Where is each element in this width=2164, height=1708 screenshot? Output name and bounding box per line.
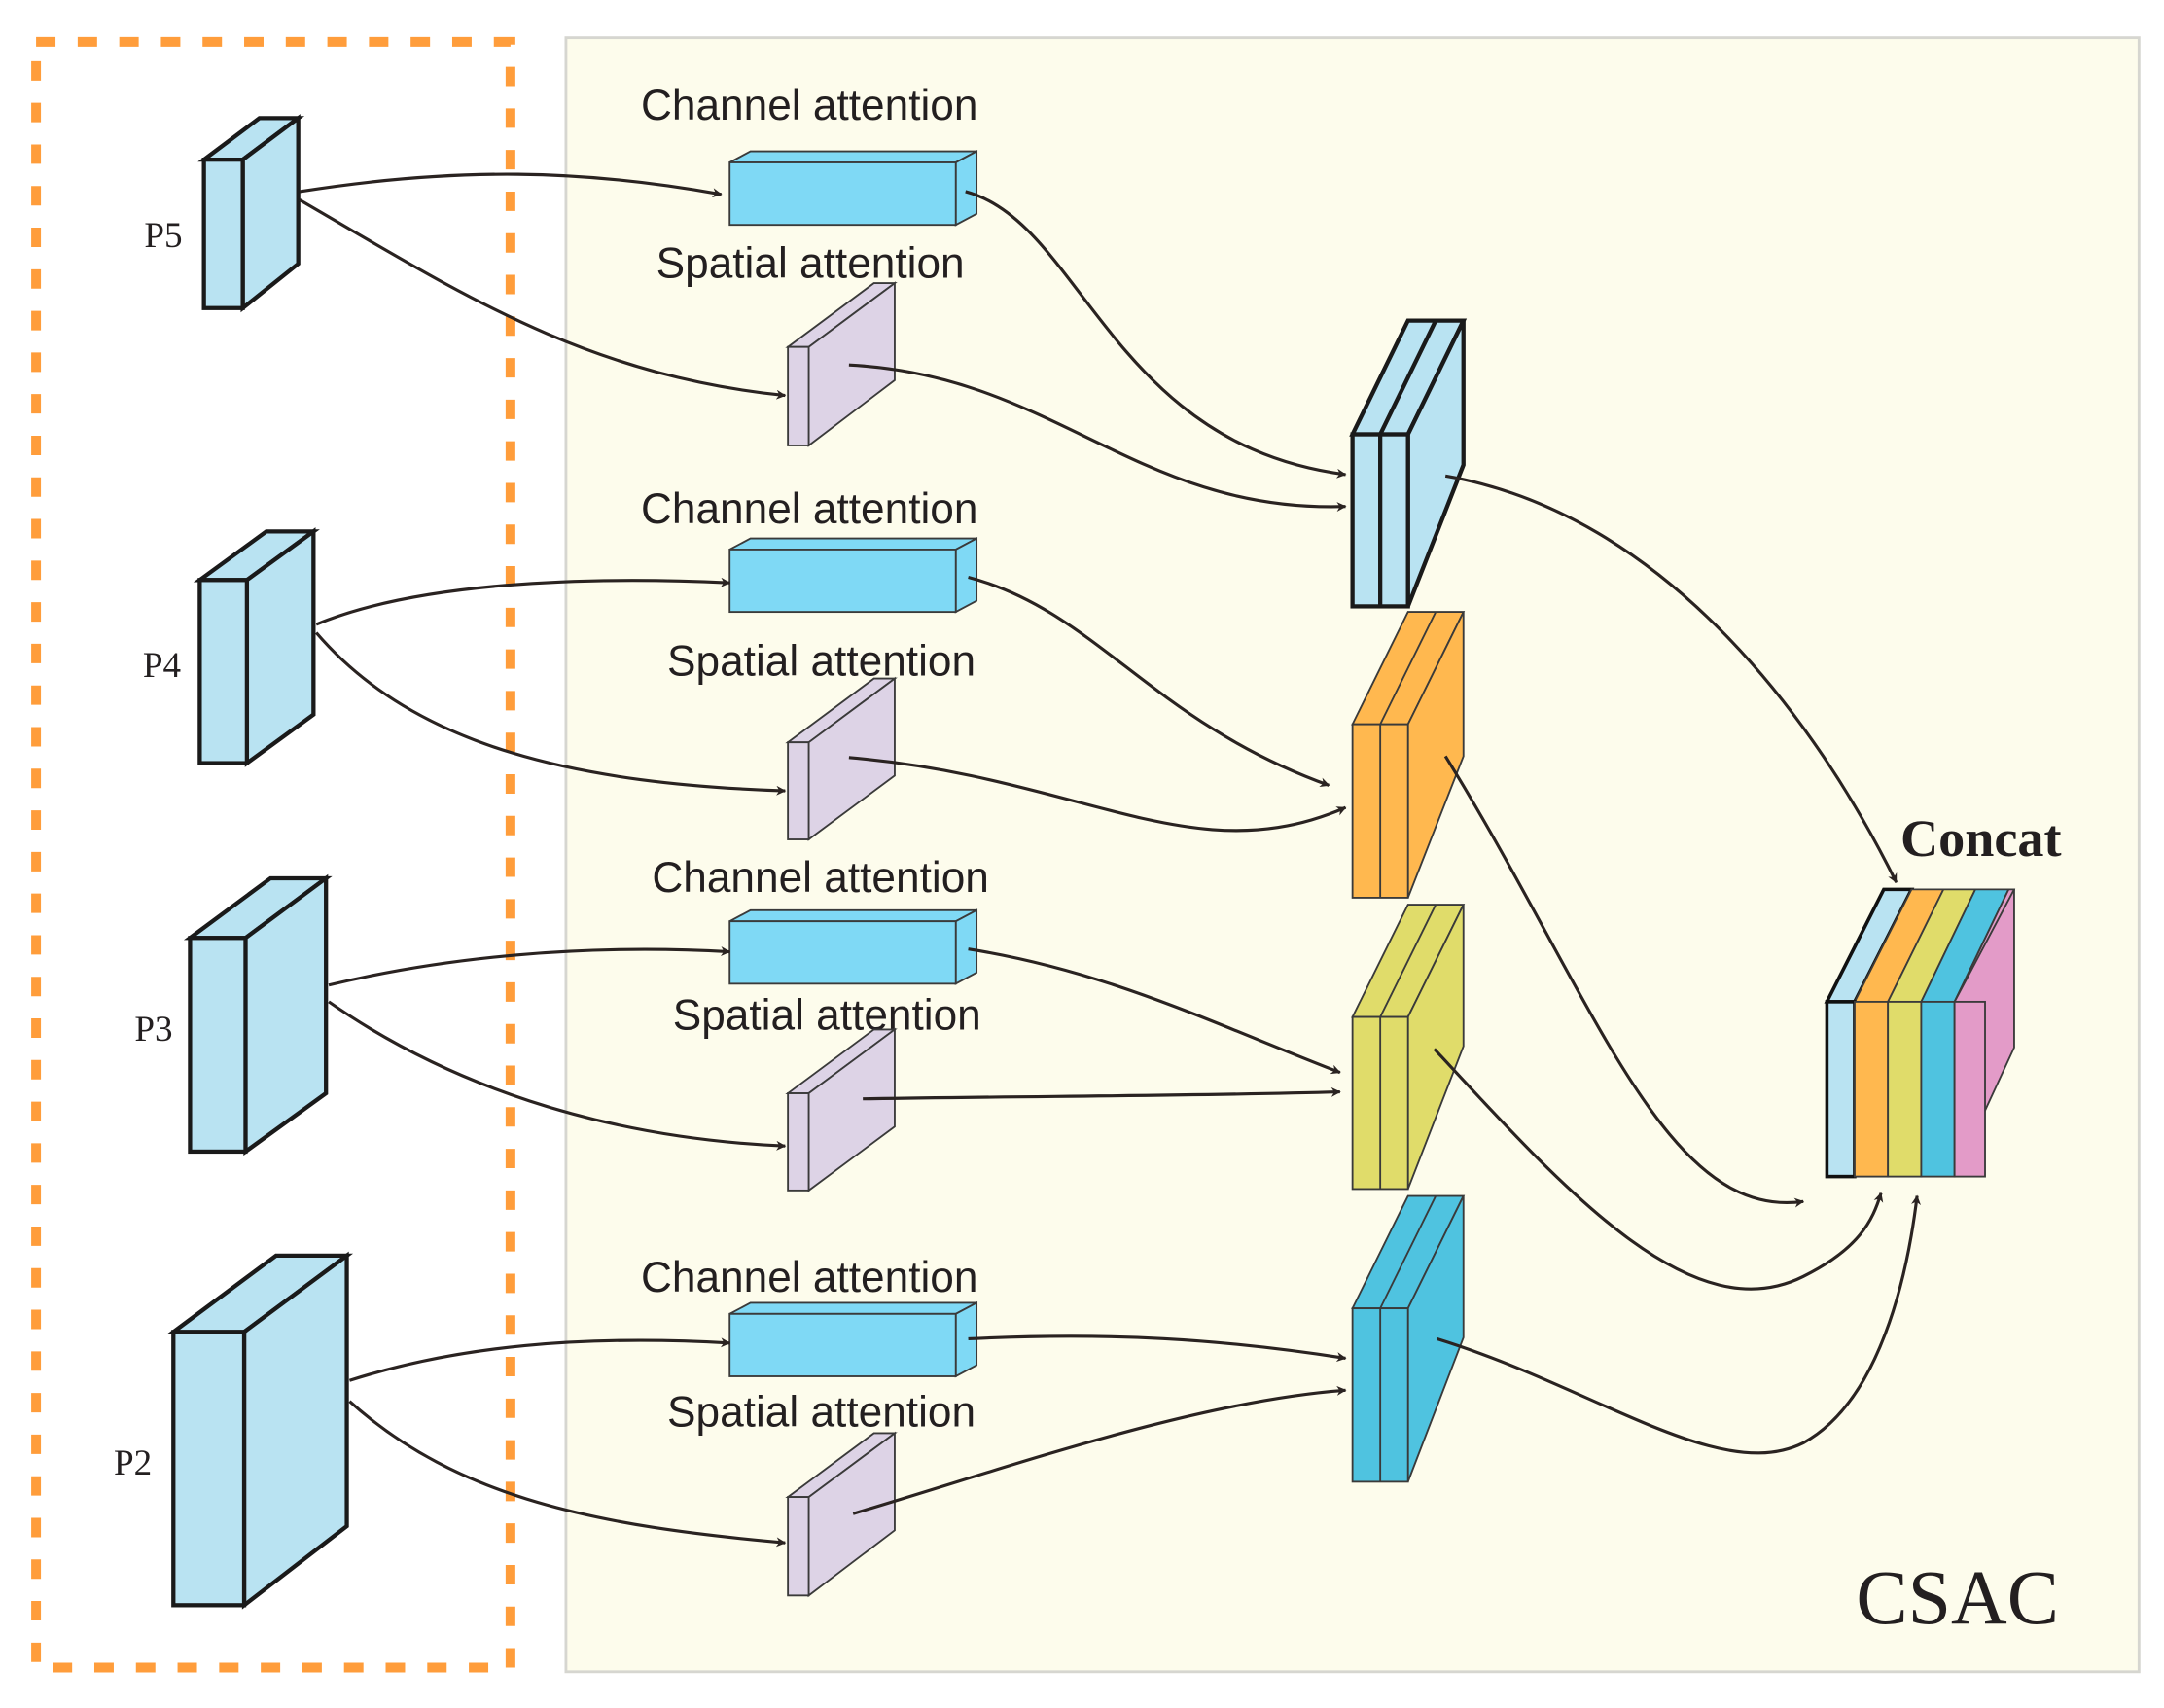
channel-attention-block-1 bbox=[728, 150, 978, 227]
edge-ca3-fused3 bbox=[968, 947, 1341, 1075]
input-block-p2 bbox=[166, 1251, 354, 1610]
input-label-p3: P3 bbox=[134, 1010, 172, 1050]
spatial-attention-label-4: Spatial attention bbox=[667, 1388, 976, 1436]
spatial-attention-label-1: Spatial attention bbox=[656, 239, 965, 287]
edge-ca2-fused2 bbox=[968, 575, 1330, 788]
edge-sa2-fused2 bbox=[848, 756, 1347, 833]
channel-attention-block-3 bbox=[728, 908, 978, 985]
edge-p4-channel bbox=[315, 577, 731, 626]
input-block-p4 bbox=[193, 527, 320, 767]
edge-fused2-concat bbox=[1443, 755, 1805, 1208]
channel-attention-block-2 bbox=[728, 536, 978, 614]
edge-p3-channel bbox=[328, 946, 731, 987]
edge-ca4-fused4 bbox=[968, 1334, 1347, 1363]
concat-block bbox=[1824, 887, 2016, 1179]
edge-p2-spatial bbox=[348, 1400, 787, 1548]
edge-p5-channel bbox=[299, 172, 723, 198]
input-label-p5: P5 bbox=[144, 216, 182, 256]
edge-fused1-concat bbox=[1444, 474, 1898, 884]
spatial-attention-block-3 bbox=[785, 1027, 898, 1192]
edge-sa1-fused1 bbox=[848, 363, 1347, 512]
channel-attention-label-1: Channel attention bbox=[641, 82, 978, 129]
edges bbox=[299, 172, 1921, 1548]
fused-block-3 bbox=[1351, 904, 1466, 1191]
spatial-attention-block-4 bbox=[785, 1431, 898, 1598]
fused-block-1 bbox=[1349, 318, 1468, 609]
edge-ca1-fused1 bbox=[965, 190, 1347, 479]
csac-module-label: CSAC bbox=[1856, 1555, 2059, 1641]
input-block-p3 bbox=[183, 873, 333, 1156]
channel-attention-label-4: Channel attention bbox=[641, 1254, 978, 1301]
input-block-p5 bbox=[197, 114, 305, 313]
fused-block-4 bbox=[1351, 1194, 1466, 1483]
fused-block-2 bbox=[1351, 611, 1466, 899]
edge-fused4-concat bbox=[1437, 1194, 1921, 1455]
edge-p4-spatial bbox=[315, 631, 787, 796]
spatial-attention-label-3: Spatial attention bbox=[673, 991, 981, 1039]
channel-attention-label-3: Channel attention bbox=[652, 854, 989, 902]
spatial-attention-label-2: Spatial attention bbox=[667, 638, 976, 686]
concat-label: Concat bbox=[1900, 809, 2062, 868]
edge-sa3-fused3 bbox=[863, 1086, 1341, 1101]
channel-attention-block-4 bbox=[728, 1300, 978, 1378]
edge-p5-spatial bbox=[299, 198, 787, 400]
edge-p3-spatial bbox=[328, 1000, 787, 1151]
input-label-p2: P2 bbox=[114, 1443, 152, 1483]
input-group-dashed-border bbox=[31, 36, 515, 1673]
edge-fused3-concat bbox=[1433, 1048, 1884, 1291]
edge-sa4-fused4 bbox=[852, 1385, 1347, 1515]
input-label-p4: P4 bbox=[143, 646, 181, 686]
edge-p2-channel bbox=[348, 1337, 731, 1382]
channel-attention-label-2: Channel attention bbox=[641, 485, 978, 533]
